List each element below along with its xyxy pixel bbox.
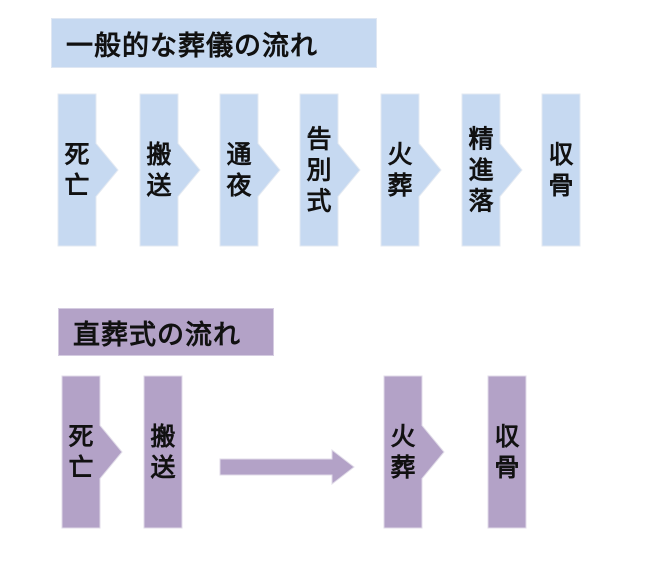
general-step-1-label-char: 亡 xyxy=(64,171,89,200)
direct-step-3: 火葬 xyxy=(383,375,445,529)
direct-step-4-label-char: 収 xyxy=(494,422,520,451)
direct-step-4-shape xyxy=(487,375,527,529)
direct-step-1-shape xyxy=(61,375,123,529)
general-step-7-shape xyxy=(541,93,581,247)
direct-step-4: 収骨 xyxy=(487,375,527,529)
general-step-4-shape xyxy=(299,93,361,247)
general-step-4-label-char: 告 xyxy=(306,125,331,154)
general-step-2-shape xyxy=(139,93,201,247)
general-step-6-label-char: 落 xyxy=(468,187,494,216)
general-step-7-label-char: 骨 xyxy=(548,171,573,200)
general-step-1-shape xyxy=(57,93,119,247)
direct-step-1-label-char: 死 xyxy=(68,422,93,451)
direct-step-2: 搬送 xyxy=(143,375,183,529)
general-step-7: 収骨 xyxy=(541,93,581,247)
direct-step-3-label-char: 火 xyxy=(390,422,415,451)
general-step-1: 死亡 xyxy=(57,93,119,247)
general-step-5-shape xyxy=(380,93,442,247)
general-step-4-label-char: 別 xyxy=(306,156,331,185)
general-step-5: 火葬 xyxy=(380,93,442,247)
direct-step-4-label-char: 骨 xyxy=(494,453,519,482)
general-step-7-label-char: 収 xyxy=(548,140,574,169)
general-step-6: 精進落 xyxy=(461,93,523,247)
general-step-5-label-char: 葬 xyxy=(387,171,412,200)
general-step-3-shape xyxy=(219,93,281,247)
direct-funeral-title: 直葬式の流れ xyxy=(58,308,274,356)
direct-step-3-shape xyxy=(383,375,445,529)
skip-arrow xyxy=(219,448,355,486)
direct-step-3-label-char: 葬 xyxy=(390,453,415,482)
general-step-5-label-char: 火 xyxy=(387,140,412,169)
direct-step-2-label-char: 搬 xyxy=(150,422,175,451)
direct-step-2-shape xyxy=(143,375,183,529)
general-funeral-title: 一般的な葬儀の流れ xyxy=(51,18,377,68)
general-step-2-label-char: 搬 xyxy=(146,140,171,169)
general-step-2-label-char: 送 xyxy=(146,171,171,200)
general-step-1-label-char: 死 xyxy=(64,140,89,169)
direct-step-1: 死亡 xyxy=(61,375,123,529)
general-step-3: 通夜 xyxy=(219,93,281,247)
direct-step-2-label-char: 送 xyxy=(150,453,175,482)
general-step-2: 搬送 xyxy=(139,93,201,247)
direct-step-1-label-char: 亡 xyxy=(68,453,93,482)
general-step-6-shape xyxy=(461,93,523,247)
general-step-3-label-char: 通 xyxy=(226,140,251,169)
general-step-6-label-char: 精 xyxy=(468,125,493,154)
general-step-4: 告別式 xyxy=(299,93,361,247)
general-step-6-label-char: 進 xyxy=(468,156,493,185)
general-step-3-label-char: 夜 xyxy=(225,171,252,200)
general-step-4-label-char: 式 xyxy=(306,187,331,216)
